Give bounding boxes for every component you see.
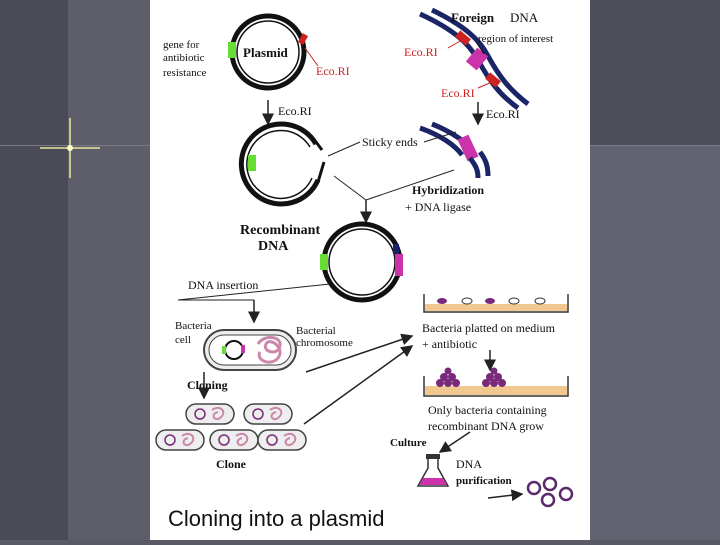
plasmid-red-marker bbox=[297, 33, 309, 45]
culture-flask-liquid bbox=[419, 478, 447, 485]
recombinant-navy bbox=[393, 244, 399, 254]
foreign-label: Foreign bbox=[451, 10, 495, 25]
petri-dish-1 bbox=[423, 294, 569, 313]
opened-plasmid-arc-inner bbox=[246, 129, 313, 200]
clone-cell-1 bbox=[185, 403, 235, 425]
ecori-dna-bottom-pointer bbox=[477, 81, 493, 89]
plate1-colony-3 bbox=[485, 298, 495, 304]
dna-fragment-1 bbox=[419, 125, 465, 157]
plated-label-2: + antibiotic bbox=[422, 337, 477, 351]
clone-cell-2 bbox=[243, 403, 293, 425]
dna-insertion-label: DNA insertion bbox=[188, 278, 258, 292]
dna-fragment-magenta bbox=[457, 134, 479, 162]
insertion-connector bbox=[177, 283, 331, 301]
petri-dish-1-medium bbox=[425, 304, 567, 311]
background-left-stripe bbox=[68, 0, 150, 540]
opened-plasmid-green bbox=[248, 155, 256, 171]
recombinant-magenta bbox=[395, 254, 403, 276]
sticky-ends-label: Sticky ends bbox=[362, 135, 418, 149]
bacterial-chrom-label-1: Bacterial bbox=[296, 325, 336, 337]
ecori-plasmid-label: Eco.RI bbox=[316, 64, 350, 78]
arrow-clone-to-plate bbox=[303, 345, 414, 425]
slide-panel: Plasmid gene for antibiotic resistance E… bbox=[150, 0, 590, 540]
recombinant-ring-inner bbox=[328, 228, 396, 296]
plate1-colony-5 bbox=[534, 297, 546, 305]
purified-plasmids bbox=[526, 476, 574, 508]
hybridization-label: Hybridization bbox=[412, 183, 484, 197]
plasmid-green-marker bbox=[228, 42, 236, 58]
cloning-label: Cloning bbox=[187, 378, 228, 392]
plate2-cluster-right bbox=[482, 367, 506, 387]
bacterial-chrom-label-2: chromosome bbox=[296, 337, 353, 349]
sparkle-icon bbox=[40, 118, 100, 178]
clone-cell-5 bbox=[257, 429, 307, 451]
gene-label-3: resistance bbox=[163, 67, 206, 79]
bacterial-chromosome bbox=[256, 336, 282, 364]
foreign-dna-red-1 bbox=[455, 30, 471, 46]
foreign-dna-strand-2 bbox=[430, 7, 530, 106]
ecori-step-right-label: Eco.RI bbox=[486, 107, 520, 121]
plate1-colony-4 bbox=[508, 297, 520, 305]
arrow-to-plate bbox=[305, 333, 414, 373]
region-of-interest-label: region of interest bbox=[478, 33, 553, 45]
arrow-purification bbox=[487, 489, 524, 502]
ligase-label: + DNA ligase bbox=[405, 200, 471, 214]
recombinant-ring bbox=[321, 221, 403, 303]
petri-dish-2-medium bbox=[425, 386, 567, 395]
gene-label-2: antibiotic bbox=[163, 52, 205, 64]
merge-line-right bbox=[365, 169, 455, 201]
recombinant-label-2: DNA bbox=[258, 239, 289, 254]
plasmid-ring-inner bbox=[236, 20, 300, 84]
dna-purification-label-2: purification bbox=[456, 475, 512, 487]
sticky-pointer-left bbox=[327, 141, 361, 157]
bacteria-cell-label-1: Bacteria bbox=[175, 320, 212, 332]
clone-cell-3 bbox=[155, 429, 205, 451]
opened-plasmid-arc-outer bbox=[238, 121, 321, 207]
plate1-colony-2 bbox=[461, 297, 473, 305]
sticky-pointer-right bbox=[423, 131, 457, 143]
plasmid-label: Plasmid bbox=[243, 45, 289, 60]
slide-caption: Cloning into a plasmid bbox=[168, 506, 385, 531]
ecori-dna-left-pointer bbox=[447, 39, 463, 49]
foreign-dna-red-2 bbox=[485, 72, 501, 88]
region-pointer bbox=[475, 41, 485, 55]
arrow-culture bbox=[438, 431, 471, 453]
clone-label: Clone bbox=[216, 457, 247, 471]
sticky-end-top bbox=[314, 141, 324, 151]
cloning-diagram: Plasmid gene for antibiotic resistance E… bbox=[155, 7, 574, 508]
foreign-dna-magenta bbox=[465, 47, 489, 71]
bacteria-cell-label-2: cell bbox=[175, 334, 191, 346]
only-label-2: recombinant DNA grow bbox=[428, 419, 544, 433]
merge-line-left bbox=[333, 175, 367, 201]
plated-label-1: Bacteria platted on medium bbox=[422, 321, 556, 335]
plate1-colony-1 bbox=[437, 298, 447, 304]
ecori-dna-left-label: Eco.RI bbox=[404, 45, 438, 59]
dna-purification-label-1: DNA bbox=[456, 457, 482, 471]
clone-cell-4 bbox=[209, 429, 259, 451]
recombinant-green bbox=[320, 254, 328, 270]
culture-label: Culture bbox=[390, 437, 427, 449]
bacteria-plasmid-green bbox=[222, 346, 226, 354]
gene-label-1: gene for bbox=[163, 39, 200, 51]
only-label-1: Only bacteria containing bbox=[428, 403, 547, 417]
background-divider-right bbox=[590, 145, 720, 146]
sticky-end-bottom bbox=[316, 161, 326, 183]
ecori-plasmid-pointer bbox=[304, 47, 319, 67]
dna-fragment-4 bbox=[477, 150, 491, 177]
culture-flask-neck bbox=[426, 454, 440, 459]
background-divider-left bbox=[0, 145, 150, 146]
ecori-dna-bottom-label: Eco.RI bbox=[441, 86, 475, 100]
petri-dish-2 bbox=[423, 376, 569, 397]
ecori-step-left-label: Eco.RI bbox=[278, 104, 312, 118]
dna-fragment-3 bbox=[467, 156, 481, 179]
background-right-lower-panel bbox=[590, 145, 720, 540]
dna-label: DNA bbox=[510, 10, 539, 25]
recombinant-label-1: Recombinant bbox=[240, 223, 320, 238]
plate2-cluster-left bbox=[436, 367, 460, 387]
bacteria-plasmid-magenta bbox=[241, 345, 245, 353]
